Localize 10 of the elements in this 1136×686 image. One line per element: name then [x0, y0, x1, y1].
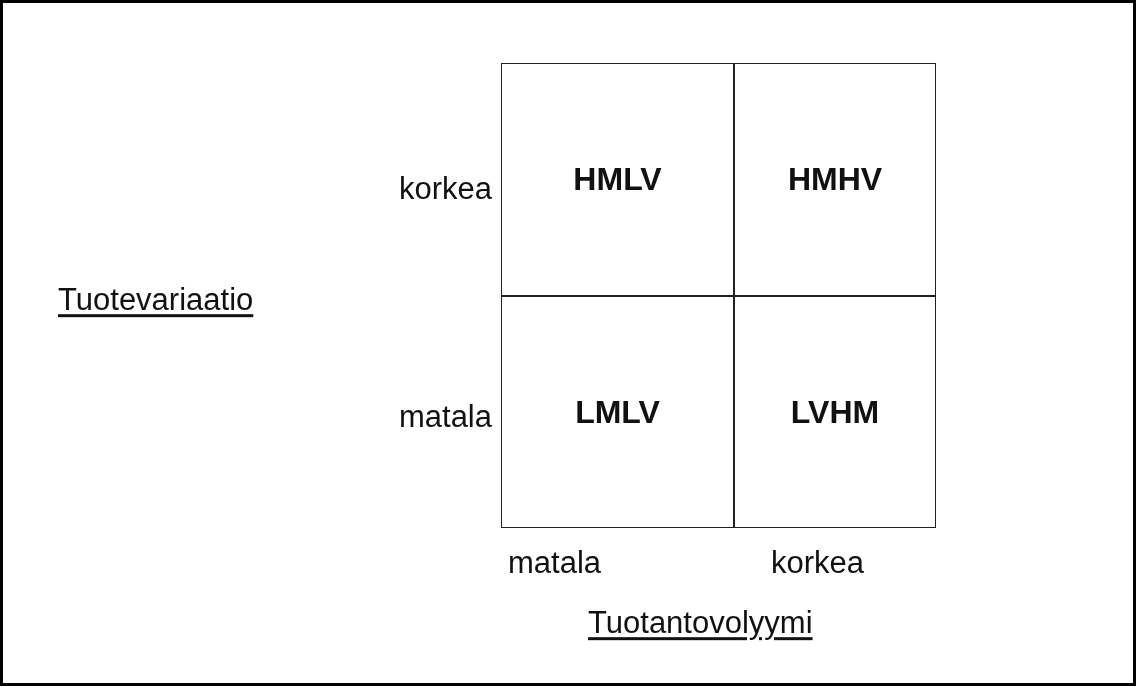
axis-title: Tuotevariaatio — [58, 282, 254, 318]
matrix-cell: HMLV — [501, 63, 734, 296]
matrix-cell: LMLV — [501, 296, 734, 528]
axis-level-label: korkea — [398, 171, 492, 207]
matrix-cell: HMHV — [734, 63, 936, 296]
axis-level-label: matala — [398, 399, 492, 435]
matrix-cell: LVHM — [734, 296, 936, 528]
axis-title: Tuotantovolyymi — [588, 605, 813, 641]
axis-level-label: matala — [508, 545, 602, 581]
axis-level-label: korkea — [771, 545, 865, 581]
